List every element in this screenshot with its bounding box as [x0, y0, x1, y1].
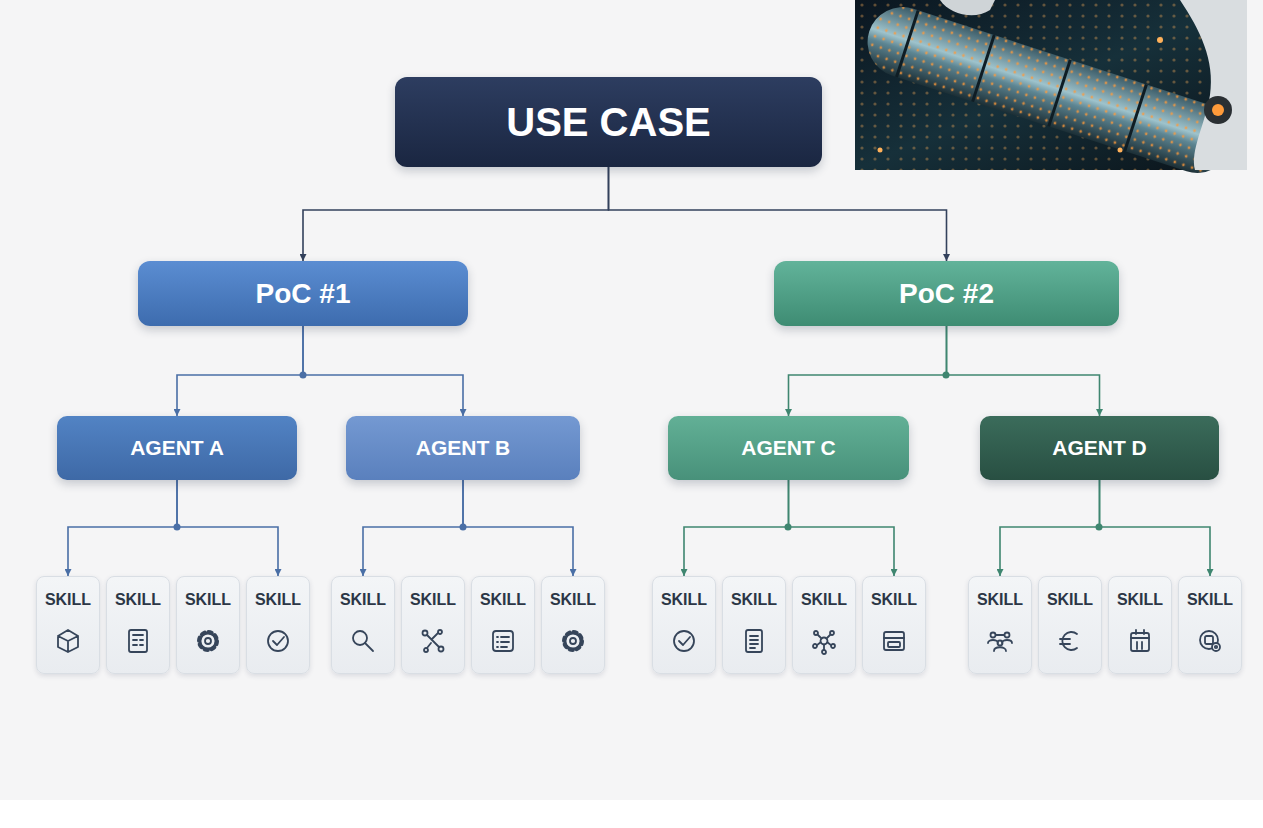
tree-connector	[463, 480, 573, 576]
skill-tile: SKILL	[331, 576, 395, 674]
agent-box: AGENT C	[668, 416, 909, 480]
tree-connector	[177, 480, 278, 576]
document-icon	[746, 630, 762, 652]
search-icon	[353, 631, 373, 651]
euro-icon	[1060, 632, 1077, 650]
node-label: USE CASE	[506, 100, 711, 145]
settings-icon	[1200, 631, 1220, 651]
team-icon	[988, 633, 1012, 652]
use-case-box: USE CASE	[395, 77, 822, 167]
node-label: SKILL	[340, 591, 386, 609]
tree-connector	[303, 326, 463, 416]
node-label: SKILL	[871, 591, 917, 609]
skill-tile: SKILL	[471, 576, 535, 674]
skill-tile: SKILL	[106, 576, 170, 674]
tree-connector	[684, 480, 789, 576]
node-label: SKILL	[185, 591, 231, 609]
node-label: AGENT D	[1052, 436, 1147, 460]
agent-box: AGENT A	[57, 416, 297, 480]
node-label: AGENT C	[741, 436, 836, 460]
node-label: SKILL	[731, 591, 777, 609]
check-icon	[674, 631, 694, 651]
node-label: AGENT B	[416, 436, 511, 460]
node-label: SKILL	[1047, 591, 1093, 609]
list-icon	[493, 631, 513, 651]
tree-connector	[68, 480, 177, 576]
tree-connector	[947, 326, 1100, 416]
node-label: SKILL	[550, 591, 596, 609]
node-label: SKILL	[410, 591, 456, 609]
skill-tile: SKILL	[792, 576, 856, 674]
node-label: SKILL	[480, 591, 526, 609]
skill-tile: SKILL	[968, 576, 1032, 674]
tree-connector	[789, 480, 895, 576]
node-label: SKILL	[1117, 591, 1163, 609]
skill-tile: SKILL	[652, 576, 716, 674]
tree-connector	[1100, 480, 1211, 576]
skill-tile: SKILL	[722, 576, 786, 674]
agent-box: AGENT D	[980, 416, 1219, 480]
gear-icon	[199, 632, 217, 650]
node-label: SKILL	[801, 591, 847, 609]
calendar-icon	[1131, 630, 1149, 651]
node-label: SKILL	[977, 591, 1023, 609]
node-label: SKILL	[661, 591, 707, 609]
skill-tile: SKILL	[176, 576, 240, 674]
check-icon	[268, 631, 288, 651]
node-label: SKILL	[115, 591, 161, 609]
skill-tile: SKILL	[1108, 576, 1172, 674]
tree-connector	[363, 480, 463, 576]
node-label: PoC #2	[899, 278, 994, 310]
card-icon	[884, 632, 904, 650]
skill-tile: SKILL	[862, 576, 926, 674]
node-label: PoC #1	[256, 278, 351, 310]
tree-connector	[609, 167, 947, 261]
route-icon	[423, 630, 444, 652]
skill-tile: SKILL	[36, 576, 100, 674]
tree-connector	[177, 326, 303, 416]
skill-tile: SKILL	[401, 576, 465, 674]
poc-box: PoC #1	[138, 261, 468, 326]
junction-dots	[174, 372, 1103, 531]
skill-tile: SKILL	[1178, 576, 1242, 674]
tree-connector	[1000, 480, 1100, 576]
skill-tile: SKILL	[541, 576, 605, 674]
skill-tile: SKILL	[1038, 576, 1102, 674]
node-label: SKILL	[255, 591, 301, 609]
page-strip	[0, 800, 1263, 828]
cube-icon	[58, 630, 78, 652]
network-icon	[813, 631, 835, 654]
node-label: SKILL	[1187, 591, 1233, 609]
photo-illustration	[855, 0, 1247, 182]
gear-icon	[564, 632, 582, 650]
skill-tile: SKILL	[246, 576, 310, 674]
form-icon	[129, 630, 147, 652]
node-label: AGENT A	[130, 436, 224, 460]
poc-box: PoC #2	[774, 261, 1119, 326]
node-label: SKILL	[45, 591, 91, 609]
tree-connector	[789, 326, 947, 416]
agent-box: AGENT B	[346, 416, 580, 480]
tree-connector	[303, 167, 609, 261]
